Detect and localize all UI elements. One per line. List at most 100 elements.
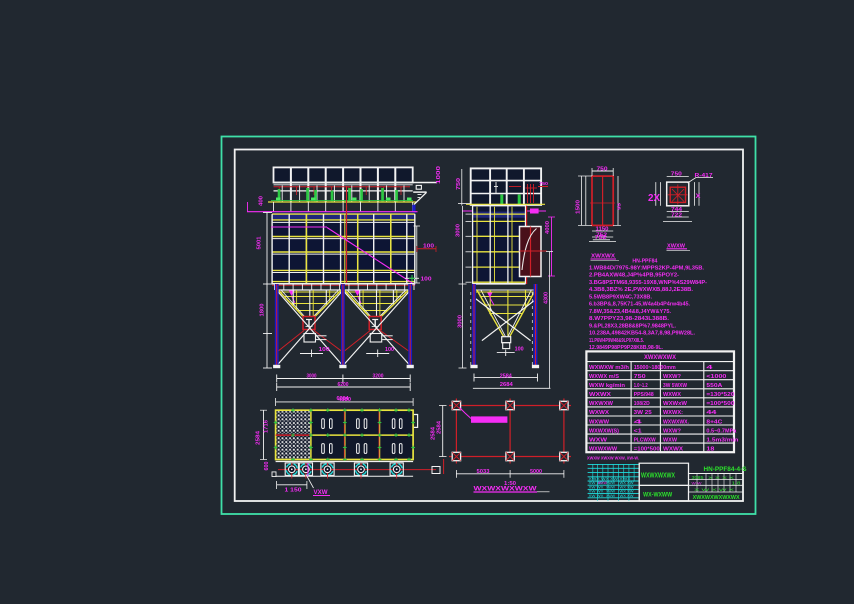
svg-text:4880: 4880: [338, 397, 351, 403]
svg-text:=100*500: =100*500: [706, 401, 734, 407]
svg-text:1:8: 1:8: [732, 481, 742, 486]
svg-text:XWX WX XW XWX: XWX WX XW XWX: [589, 477, 632, 481]
svg-text:1800: 1800: [260, 303, 266, 316]
svg-text:3.BG8PSTM68,9355-19X8,WNP%4S29: 3.BG8PSTM68,9355-19X8,WNP%4S29W84P-: [589, 280, 707, 286]
svg-text:XWXW: XWXW: [667, 243, 686, 249]
svg-text:750: 750: [456, 178, 462, 190]
svg-text:100: 100: [385, 347, 394, 353]
svg-text:WX-WXWW: WX-WXWW: [643, 492, 672, 498]
svg-text:2.PB4AXW48,J4P%4PB,95POY2-: 2.PB4AXW48,J4P%4PB,95POY2-: [589, 273, 679, 279]
svg-text:WXWX: WXWX: [589, 410, 609, 416]
svg-text:HN-PPF84: HN-PPF84: [632, 259, 658, 265]
svg-text:1.WB84D/7975-98Y:MPPS2KP-4PM,9: 1.WB84D/7975-98Y:MPPS2KP-4PM,9L35B.: [589, 265, 705, 271]
svg-text:100: 100: [421, 277, 432, 283]
svg-text:100: 100: [423, 244, 434, 250]
svg-text:XWXWX: XWXWX: [591, 253, 615, 259]
svg-text:7.8W,35&Z3,4B4&8,J4YW&Y75.: 7.8W,35&Z3,4B4&8,J4YW&Y75.: [589, 309, 672, 315]
svg-text:=130*520: =130*520: [706, 392, 734, 398]
svg-text:1716: 1716: [263, 420, 269, 433]
svg-text:752: 752: [596, 232, 607, 238]
svg-text:XWW: XWW: [606, 481, 616, 485]
svg-text:10.238A,49842KB54-8,3A7,8,98,P: 10.238A,49842KB54-8,3A7,8,98,P9W28L.: [589, 331, 696, 337]
svg-text:WXWW: WXWW: [589, 419, 610, 425]
svg-text:2584: 2584: [436, 421, 442, 434]
svg-text:X: X: [696, 193, 702, 200]
svg-text:PPS/948: PPS/948: [634, 392, 654, 398]
svg-text:WXWX: WXWX: [589, 392, 612, 398]
svg-text:WXWXW(S): WXWXW(S): [589, 428, 619, 434]
svg-text:550A: 550A: [706, 383, 722, 389]
svg-text:WXWX:: WXWX:: [663, 410, 683, 416]
svg-text:<1000: <1000: [706, 374, 726, 380]
svg-text:2584: 2584: [256, 431, 262, 445]
svg-text:5001: 5001: [257, 236, 263, 249]
svg-text:2684: 2684: [500, 382, 513, 388]
svg-text:<1: <1: [634, 428, 642, 434]
svg-text:600: 600: [264, 461, 270, 470]
svg-text:XWXWXWXWXWX: XWXWXWXWXWX: [693, 495, 740, 501]
svg-text:2584: 2584: [431, 427, 437, 440]
svg-text:2584: 2584: [500, 374, 512, 380]
svg-text:100: 100: [515, 347, 524, 353]
svg-text:WXWXWXWX: WXWXWXWX: [641, 471, 675, 480]
svg-text:1:50: 1:50: [504, 481, 516, 487]
svg-text:WXWXW m3/h: WXWXW m3/h: [589, 365, 629, 371]
svg-text:3085: 3085: [692, 475, 705, 480]
svg-text:5.5WB8P9XW4C,73X8B.: 5.5WB8P9XW4C,73X8B.: [589, 294, 653, 300]
svg-text:XWXWXWX: XWXWXWX: [644, 355, 676, 361]
svg-text:XW WX: XW WX: [589, 490, 605, 494]
svg-text:WXW: WXW: [663, 437, 678, 443]
svg-text:PLCWXW: PLCWXW: [634, 437, 657, 443]
svg-text:750: 750: [634, 374, 646, 380]
svg-text:XWW: XWW: [606, 490, 616, 494]
svg-text:750: 750: [597, 166, 608, 172]
svg-text:3W 25: 3W 25: [634, 410, 652, 416]
svg-text:3000: 3000: [307, 374, 317, 380]
svg-text:1150: 1150: [596, 226, 609, 232]
svg-text:95: 95: [617, 203, 623, 210]
svg-text:1.0~1.2: 1.0~1.2: [634, 383, 648, 389]
svg-text:WXWX: WXWX: [663, 392, 681, 398]
svg-text:8.W7PPY23,98-2843L388B.: 8.W7PPY23,98-2843L388B.: [589, 316, 670, 322]
svg-text:W W: W W: [692, 481, 702, 486]
svg-text:XW WX: XW WX: [589, 494, 605, 498]
svg-text:WX XW: WX XW: [620, 494, 635, 498]
svg-text:WXW?: WXW?: [663, 374, 681, 380]
svg-text:WXWXW: WXWXW: [589, 401, 614, 407]
svg-text:108/2D: 108/2D: [634, 401, 650, 407]
svg-text:WX XW: WX XW: [620, 485, 635, 489]
svg-text:XW WX: XW WX: [589, 481, 605, 485]
svg-text:HN-PPF84-4-S: HN-PPF84-4-S: [704, 466, 748, 473]
svg-text:WXW: WXW: [589, 437, 608, 443]
svg-text:15000~18000mm: 15000~18000mm: [634, 365, 676, 371]
svg-text:6284: 6284: [337, 396, 350, 402]
svg-text:400: 400: [259, 196, 265, 206]
svg-text:4300: 4300: [544, 292, 550, 304]
svg-text:WXW?: WXW?: [663, 428, 681, 434]
svg-text:WXWX m/S: WXWX m/S: [589, 374, 619, 380]
svg-text:9.&PL28X3,28B8&8P%7,9848PYL.: 9.&PL28X3,28B8&8P%7,9848PYL.: [589, 323, 676, 329]
svg-text:5033: 5033: [477, 469, 490, 475]
svg-text:4.3B8,3BZ% 2E,PWXWXB,88J,2E38B: 4.3B8,3BZ% 2E,PWXWXB,88J,2E38B.: [589, 287, 694, 293]
svg-text:0.5~0.7MPa: 0.5~0.7MPa: [706, 428, 737, 434]
svg-text:VXW: VXW: [314, 490, 328, 496]
svg-text:1.5m3/min: 1.5m3/min: [706, 437, 738, 443]
svg-text:WXWXWXWXW: WXWXWXWXW: [474, 486, 537, 493]
svg-text:6200: 6200: [338, 382, 349, 388]
svg-text:WXWXWW: WXWXWW: [589, 446, 618, 452]
svg-text:WXW: WXW: [598, 481, 608, 485]
svg-text:2X: 2X: [648, 192, 660, 204]
svg-text:3000: 3000: [456, 224, 462, 237]
svg-text:4000: 4000: [545, 221, 551, 234]
svg-text:WX XW: WX XW: [620, 481, 635, 485]
svg-text:WXW kg/min: WXW kg/min: [589, 383, 625, 389]
svg-text:3W 5WXW: 3W 5WXW: [663, 383, 688, 389]
svg-text:3000: 3000: [458, 315, 464, 328]
svg-text:750: 750: [539, 181, 549, 186]
svg-text:XWXW XWXW WXW, XW-W.: XWXW XWXW WXW, XW-W.: [587, 456, 639, 461]
svg-text:3200: 3200: [373, 374, 384, 380]
svg-text:744: 744: [671, 207, 682, 213]
svg-text:5000: 5000: [530, 469, 542, 475]
svg-text:XW WX: XW WX: [589, 485, 605, 489]
svg-text:12.9849P98PP9P28K8B,98-9L.: 12.9849P98PP9P28K8B,98-9L.: [589, 345, 663, 351]
